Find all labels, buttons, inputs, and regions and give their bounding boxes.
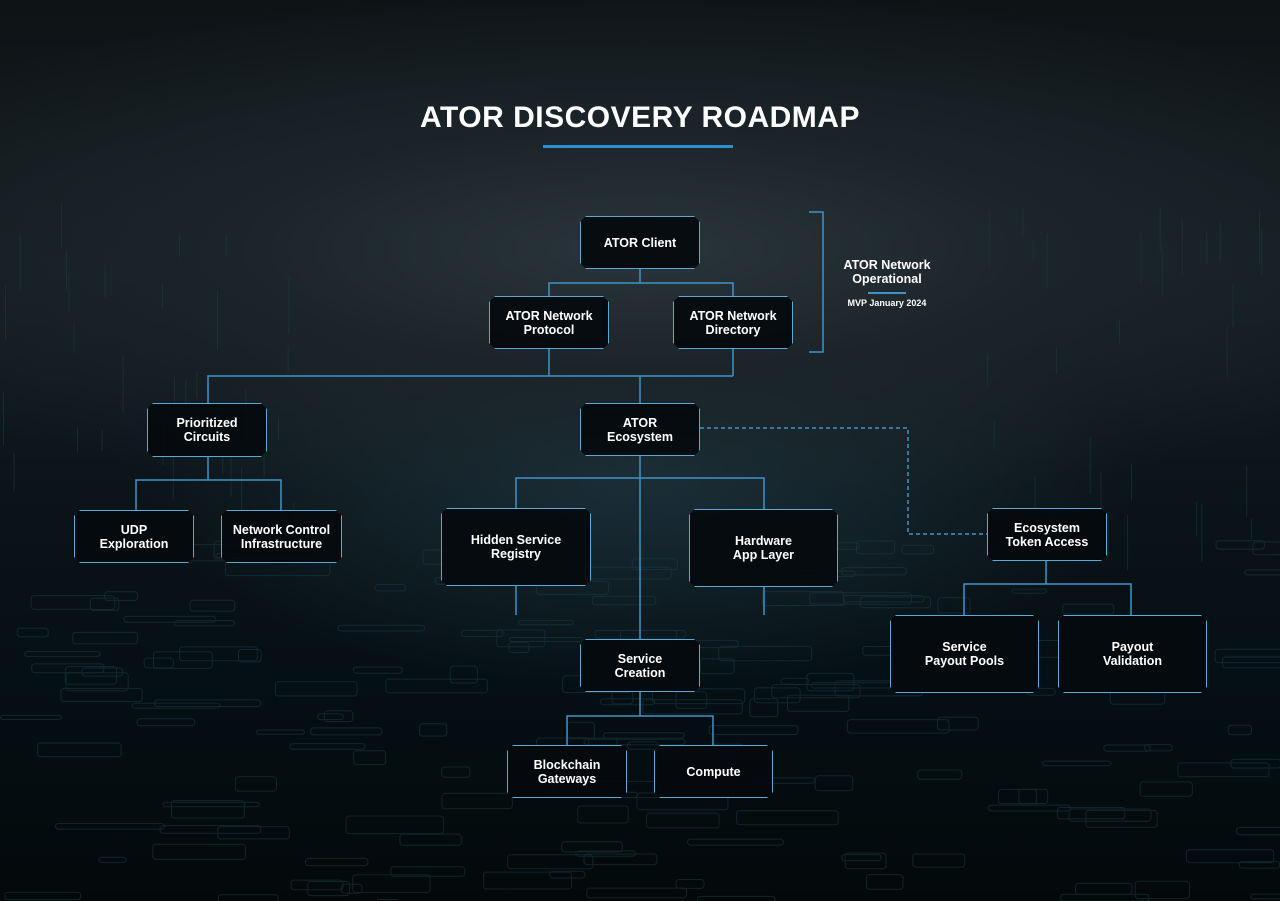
- node-hidden-service-registry: Hidden Service Registry: [441, 508, 591, 586]
- node-label: Compute: [686, 764, 741, 779]
- node-label: UDP Exploration: [99, 522, 169, 551]
- node-label: ATOR Ecosystem: [606, 415, 673, 444]
- connector-middle-side-lines: [515, 586, 765, 615]
- node-udp-exploration: UDP Exploration: [74, 510, 194, 563]
- node-label: ATOR Network Protocol: [505, 308, 593, 337]
- milestone-bracket: [809, 211, 824, 353]
- connector-service-children: [566, 692, 714, 745]
- node-network-control-infrastructure: Network Control Infrastructure: [221, 510, 342, 563]
- node-network-protocol: ATOR Network Protocol: [489, 296, 609, 349]
- node-label: Ecosystem Token Access: [1005, 520, 1089, 549]
- connector-dashed-token: [700, 427, 987, 535]
- node-prioritized-circuits: Prioritized Circuits: [147, 403, 267, 457]
- milestone-divider: [868, 292, 906, 294]
- page-title: ATOR DISCOVERY ROADMAP: [420, 101, 860, 134]
- node-label: Service Creation: [614, 651, 666, 680]
- node-payout-validation: Payout Validation: [1058, 615, 1207, 693]
- milestone-date: MVP January 2024: [847, 298, 927, 308]
- node-label: ATOR Network Directory: [689, 308, 777, 337]
- node-service-payout-pools: Service Payout Pools: [890, 615, 1039, 693]
- node-ecosystem-token-access: Ecosystem Token Access: [987, 508, 1107, 561]
- title-underline: [543, 145, 733, 148]
- node-label: Hardware App Layer: [732, 534, 795, 562]
- node-ator-ecosystem: ATOR Ecosystem: [580, 403, 700, 456]
- connector-ecosystem-children: [515, 455, 765, 640]
- connector-token-children: [963, 560, 1132, 615]
- node-label: ATOR Client: [603, 235, 677, 250]
- connector-circuits-children: [135, 457, 282, 510]
- milestone-label: ATOR Network Operational: [843, 258, 931, 286]
- node-blockchain-gateways: Blockchain Gateways: [507, 745, 627, 798]
- node-service-creation: Service Creation: [580, 639, 700, 692]
- connector-client-children: [548, 268, 734, 296]
- connector-main-bus: [207, 375, 733, 403]
- node-label: Prioritized Circuits: [176, 416, 238, 444]
- node-label: Service Payout Pools: [924, 640, 1005, 668]
- node-hardware-app-layer: Hardware App Layer: [689, 509, 838, 587]
- node-label: Hidden Service Registry: [470, 533, 562, 561]
- node-label: Network Control Infrastructure: [232, 522, 331, 551]
- node-ator-client: ATOR Client: [580, 216, 700, 269]
- node-label: Payout Validation: [1102, 640, 1163, 668]
- node-network-directory: ATOR Network Directory: [673, 296, 793, 349]
- node-label: Blockchain Gateways: [533, 757, 601, 786]
- node-compute: Compute: [654, 745, 773, 798]
